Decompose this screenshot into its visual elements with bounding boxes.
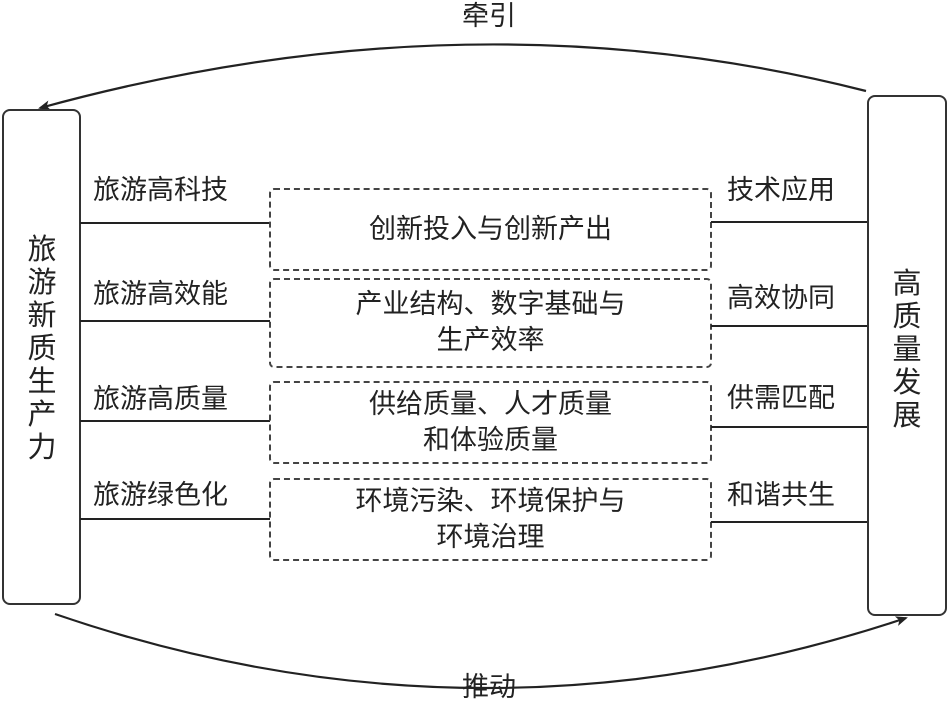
- left-box-char: 生: [27, 364, 57, 398]
- traction-label: 牵引: [462, 1, 516, 32]
- left-label-row-2: 旅游高效能: [93, 279, 228, 310]
- traction-arrow: [38, 43, 867, 111]
- left-label-row-3: 旅游高质量: [93, 384, 228, 415]
- left-box-char: 质: [27, 331, 57, 365]
- high-quality-development-box: 高 质 量 发 展: [867, 95, 947, 616]
- right-connector-row-1: [711, 221, 867, 223]
- center-text-line: 和体验质量: [423, 424, 558, 456]
- right-label-row-2: 高效协同: [727, 283, 835, 314]
- left-box-label: 旅 游 新 质 生 产 力: [22, 233, 62, 464]
- left-box-char: 力: [27, 430, 57, 464]
- left-box-char: 产: [27, 397, 57, 431]
- right-connector-row-4: [711, 521, 867, 523]
- right-label-row-3: 供需匹配: [727, 383, 835, 414]
- center-text-line: 环境污染、环境保护与: [355, 485, 626, 517]
- new-quality-productivity-box: 旅 游 新 质 生 产 力: [2, 109, 81, 605]
- right-label-row-4: 和谐共生: [727, 480, 835, 511]
- left-box-char: 新: [27, 298, 57, 332]
- left-connector-row-3: [80, 420, 270, 422]
- left-label-row-1: 旅游高科技: [93, 175, 228, 206]
- left-box-char: 游: [27, 265, 57, 299]
- center-text-line: 产业结构、数字基础与: [355, 289, 626, 320]
- right-box-char: 质: [892, 299, 922, 333]
- right-label-row-1: 技术应用: [727, 175, 835, 206]
- center-box-row-1: 创新投入与创新产出: [269, 188, 712, 271]
- left-connector-row-4: [80, 518, 270, 520]
- center-box-row-2: 产业结构、数字基础与 生产效率: [269, 278, 712, 368]
- right-box-char: 高: [892, 266, 922, 300]
- center-box-row-3: 供给质量、人才质量 和体验质量: [269, 381, 712, 464]
- center-text-line: 供给质量、人才质量: [369, 388, 612, 420]
- right-box-char: 发: [892, 365, 922, 399]
- driving-arrow: [54, 612, 908, 690]
- left-box-char: 旅: [27, 232, 57, 266]
- left-connector-row-2: [80, 320, 270, 322]
- center-text-line: 创新投入与创新产出: [369, 213, 612, 245]
- right-connector-row-2: [711, 325, 867, 327]
- right-box-label: 高 质 量 发 展: [887, 267, 927, 432]
- left-label-row-4: 旅游绿色化: [93, 480, 228, 511]
- center-text-line: 生产效率: [436, 325, 545, 356]
- right-connector-row-3: [711, 426, 867, 428]
- right-box-char: 展: [892, 398, 922, 432]
- center-box-row-4: 环境污染、环境保护与 环境治理: [269, 478, 712, 561]
- left-connector-row-1: [80, 222, 270, 224]
- right-box-char: 量: [892, 332, 922, 366]
- center-text-line: 环境治理: [436, 521, 545, 553]
- driving-label: 推动: [462, 672, 516, 703]
